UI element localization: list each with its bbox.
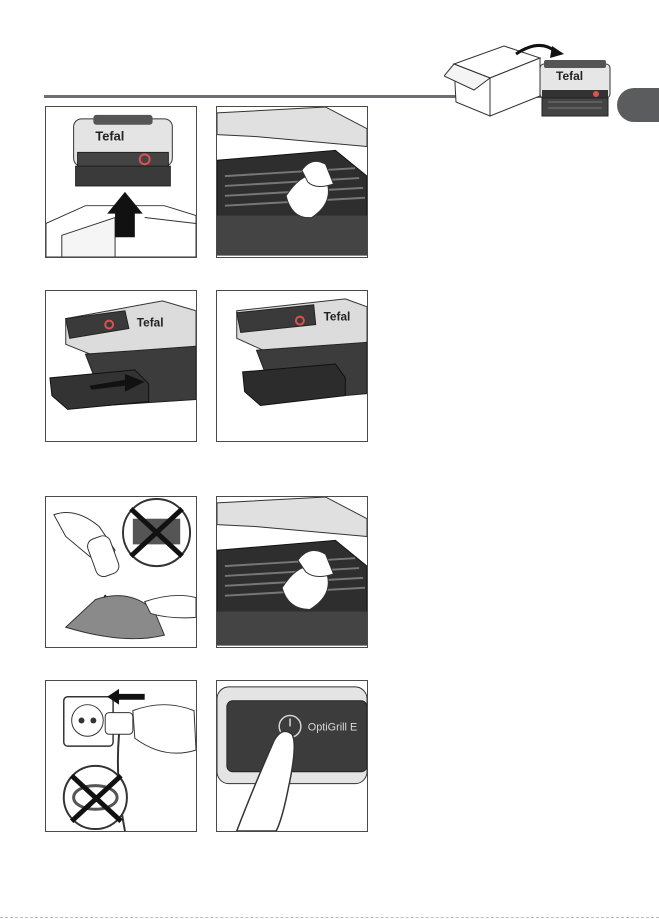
grill-logo-4: Tefal <box>324 310 351 324</box>
step-clean-cloth-panel <box>45 496 197 648</box>
page-footer-rule <box>0 917 659 918</box>
cross-out-icon <box>64 766 127 829</box>
step-insert-tray-panel: Tefal <box>45 290 197 442</box>
step-wipe-plates-panel <box>216 106 368 258</box>
step-tray-installed-panel: Tefal <box>216 290 368 442</box>
grill-hero: Tefal <box>540 60 610 116</box>
box-icon <box>444 46 540 116</box>
grill-logo-3: Tefal <box>137 316 164 330</box>
model-label: OptiGrill E <box>308 721 357 733</box>
step-power-on-panel: OptiGrill E <box>216 680 368 832</box>
grill-logo: Tefal <box>95 129 124 144</box>
cross-out-icon <box>123 499 190 566</box>
step-unplug-panel <box>45 680 197 832</box>
hero-logo: Tefal <box>556 69 583 83</box>
step-wipe-plates-2-panel <box>216 496 368 648</box>
unboxing-illustration: Tefal <box>444 34 624 126</box>
step-unbox-panel: Tefal <box>45 106 197 258</box>
